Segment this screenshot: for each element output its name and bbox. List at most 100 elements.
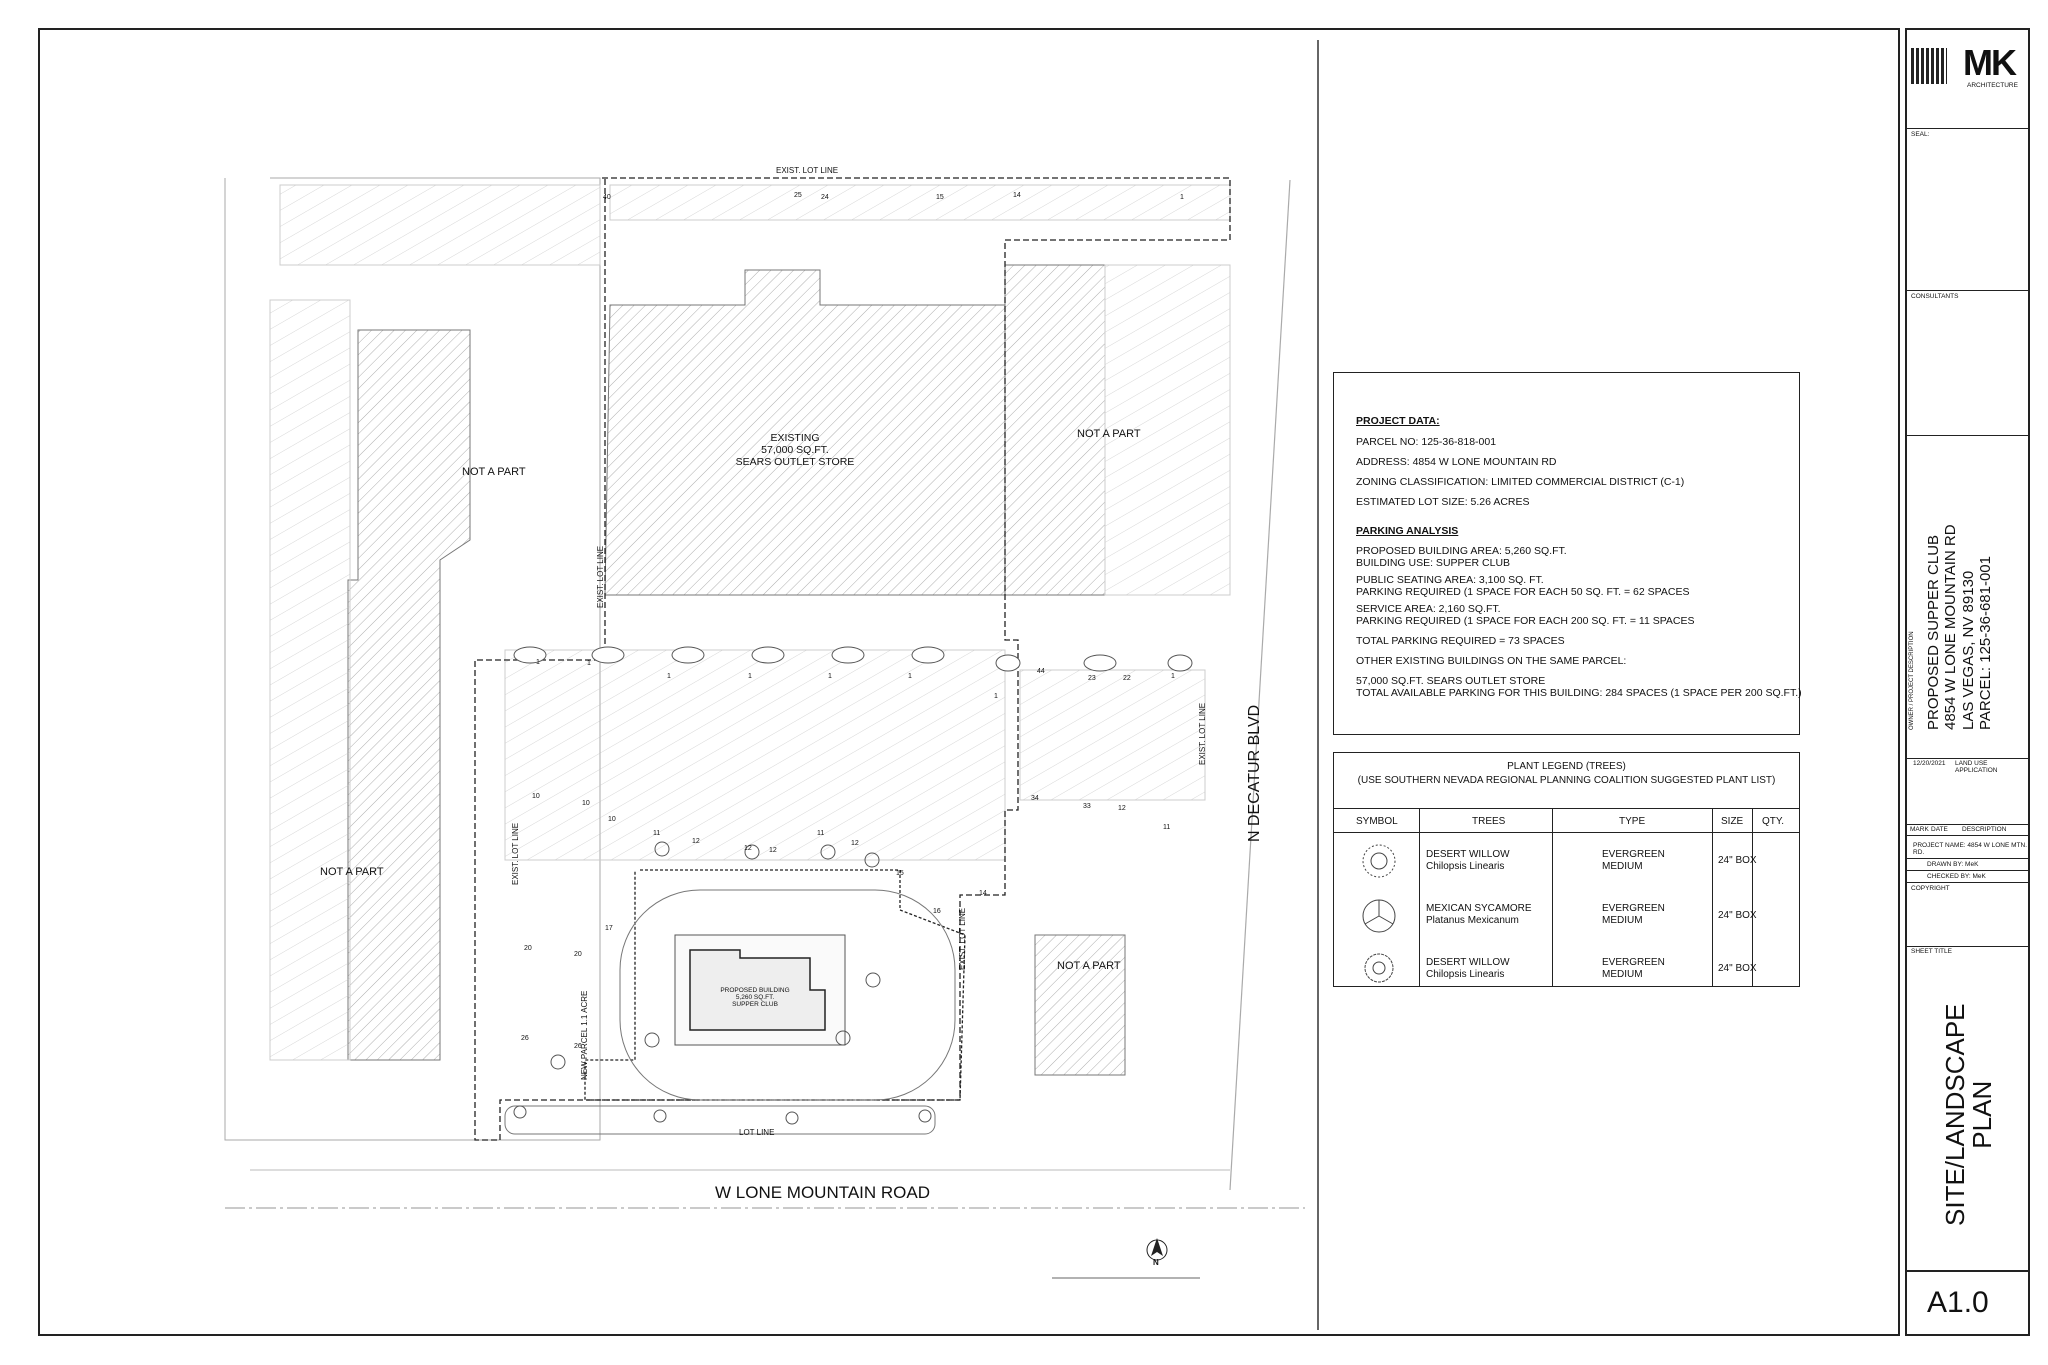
street-name-decatur: N DECATUR BLVD [1246,704,1263,842]
stall-count: 22 [1123,675,1131,682]
stall-count: 34 [1031,795,1039,802]
stall-count: 1 [1171,673,1175,680]
mark-header: MARK [1910,826,1929,833]
title-block-rule [1907,290,2028,291]
plant-legend-subtitle: (USE SOUTHERN NEVADA REGIONAL PLANNING C… [1357,775,1776,786]
stall-count: 11 [653,830,661,837]
seating-area: PUBLIC SEATING AREA: 3,100 SQ. FT. [1356,574,1544,586]
tree-name: DESERT WILLOW [1426,849,1510,860]
seal-label: SEAL: [1911,131,1930,138]
legend-row-2-trees: MEXICAN SYCAMORE Platanus Mexicanum [1426,903,1532,926]
title-block: MK ARCHITECTURE SEAL: CONSULTANTS OWNER … [1905,28,2030,1336]
proposed-label-line-1: PROPOSED BUILDING [720,987,790,994]
stall-count: 12 [851,840,859,847]
north-arrow-label: N [1153,1258,1159,1267]
legend-header-size: SIZE [1721,816,1744,827]
site-plan-drawing [224,40,1319,1330]
parking-analysis-heading: PARKING ANALYSIS [1356,525,1459,537]
seating-parking: PARKING REQUIRED (1 SPACE FOR EACH 50 SQ… [1356,586,1690,598]
stall-count: 10 [582,800,590,807]
service-parking: PARKING REQUIRED (1 SPACE FOR EACH 200 S… [1356,615,1695,627]
legend-row-1-trees: DESERT WILLOW Chilopsis Linearis [1426,849,1510,872]
legend-rule-2 [1334,832,1799,833]
lot-line-label-bottom: LOT LINE [739,1128,775,1137]
project-line: PARCEL: 125-36-681-001 [1976,556,1994,730]
tree-name: DESERT WILLOW [1426,957,1510,968]
parking-north [609,184,1231,221]
total-parking: TOTAL PARKING REQUIRED = 73 SPACES [1356,635,1565,647]
tree-type: EVERGREEN [1602,957,1665,968]
tree-latin: Platanus Mexicanum [1426,914,1519,926]
legend-header-trees: TREES [1472,816,1506,827]
plant-legend-title: PLANT LEGEND (TREES) [1507,761,1626,772]
legend-row-3-size: 24" BOX [1718,963,1757,974]
not-a-part-label-3: NOT A PART [320,866,384,878]
revision-description: LAND USE APPLICATION [1955,760,1998,775]
drawn-by: DRAWN BY: MeK [1927,861,1979,868]
exist-lot-line-label-east: EXIST. LOT LINE [958,907,967,970]
stall-count: 20 [524,945,532,952]
landscape-islands [513,646,1193,672]
title-block-rule [1907,824,2028,825]
sheet-title-line: PLAN [1967,1080,1998,1149]
lot-size: ESTIMATED LOT SIZE: 5.26 ACRES [1356,496,1530,508]
address: ADDRESS: 4854 W LONE MOUNTAIN RD [1356,456,1557,468]
drawing-sheet-border [38,28,1900,1336]
parking-east-strip [1104,264,1231,596]
sheet-title-label: SHEET TITLE [1911,948,1952,955]
stall-count: 15 [936,194,944,201]
zoning: ZONING CLASSIFICATION: LIMITED COMMERCIA… [1356,476,1685,488]
stall-count: 25 [794,192,802,199]
tree-type: EVERGREEN [1602,849,1665,860]
copyright-label: COPYRIGHT [1911,885,1950,892]
legend-row-3-trees: DESERT WILLOW Chilopsis Linearis [1426,957,1510,980]
stall-count: 11 [817,830,825,837]
firm-logo: MK [1963,42,2017,83]
title-block-rule [1907,758,2028,759]
project-name: PROJECT NAME: 4854 W LONE MTN. RD. [1913,842,2028,857]
parking-central [504,649,1006,861]
stall-count: 12 [744,845,752,852]
legend-row-1-type: EVERGREEN MEDIUM [1602,849,1665,872]
parcel-number: PARCEL NO: 125-36-818-001 [1356,436,1497,448]
other-buildings: OTHER EXISTING BUILDINGS ON THE SAME PAR… [1356,655,1627,667]
stall-count: 44 [1037,668,1045,675]
stall-count: 10 [608,816,616,823]
exist-lot-line-label-top: EXIST. LOT LINE [776,166,839,175]
proposed-drive-aisle [619,889,956,1101]
legend-row-2-type: EVERGREEN MEDIUM [1602,903,1665,926]
stall-count: 17 [605,925,613,932]
revision-date: 12/20/2021 [1913,760,1946,767]
title-block-rule [1907,1270,2028,1272]
legend-col-line [1712,808,1713,986]
sears-building-label: EXISTING 57,000 SQ.FT. SEARS OUTLET STOR… [730,432,860,468]
tree-type-size: MEDIUM [1602,968,1643,980]
stall-count: 1 [667,673,671,680]
legend-header-type: TYPE [1619,816,1646,827]
proposed-label-line-3: SUPPER CLUB [732,1001,778,1009]
not-a-part-building-se [1034,934,1126,1076]
sears-label-line-1: EXISTING [770,432,820,444]
stall-count: 1 [908,673,912,680]
sears-outlet-building [604,269,1006,596]
tree-name: MEXICAN SYCAMORE [1426,903,1532,914]
project-line: PROPOSED SUPPER CLUB [1925,534,1942,730]
stall-count: 16 [933,908,941,915]
service-area: SERVICE AREA: 2,160 SQ.FT. [1356,603,1501,615]
legend-col-line [1752,808,1753,986]
title-block-rule [1907,858,2028,859]
building-use: BUILDING USE: SUPPER CLUB [1356,557,1511,569]
building-area: PROPOSED BUILDING AREA: 5,260 SQ.FT. [1356,545,1567,557]
tree-type-size: MEDIUM [1602,860,1643,872]
title-block-rule [1907,435,2028,436]
stall-count: 11 [1163,824,1171,831]
legend-row-3-type: EVERGREEN MEDIUM [1602,957,1665,980]
stall-count: 24 [821,194,829,201]
stall-count: 26 [521,1035,529,1042]
stall-count: 14 [979,890,987,897]
stall-count: 1 [1180,194,1184,201]
consultants-label: CONSULTANTS [1911,293,1959,300]
sheet-number: A1.0 [1927,1286,1989,1319]
sears-label-line-3: SEARS OUTLET STORE [735,456,855,469]
stall-count: 15 [896,870,904,877]
